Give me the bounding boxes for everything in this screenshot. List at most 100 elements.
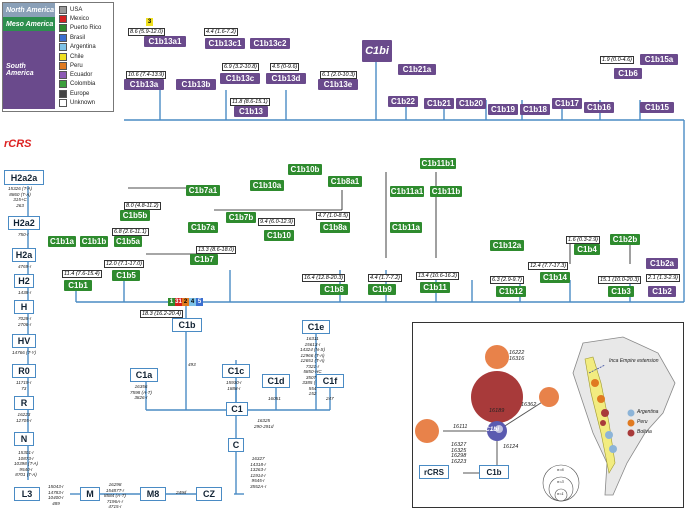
mut-h2: 1438-r (18, 290, 32, 295)
hap-c1b17: C1b17 (552, 98, 582, 109)
inset-label-c1bi: C1bi (485, 426, 500, 433)
node-c1: C1 (226, 402, 248, 416)
legend-usa: USA (59, 6, 82, 14)
inset-map-label: Inca Empire extension (609, 358, 659, 364)
mut-c1b2: 2.1 (1.3-2.9) (646, 274, 680, 282)
hap-c1b8a1: C1b8a1 (328, 176, 362, 187)
mut-c1b14: 12.4 (7.7-17.3) (528, 262, 569, 270)
mut-h: 7028-r 2706-r (18, 316, 32, 327)
inset-label-16124: 16124 (503, 444, 519, 450)
peru-swatch (59, 62, 67, 70)
hap-c1b13c: C1b13c (220, 73, 260, 84)
mut-c1b5b: 8.0 (4.8-11.2) (124, 202, 161, 210)
hap-c1b22: C1b22 (388, 96, 418, 107)
hap-c1b5b: C1b5b (120, 210, 150, 221)
puerto-rico-swatch (59, 24, 67, 32)
hap-c1b18: C1b18 (520, 104, 550, 115)
hap-c1b2: C1b2 (648, 286, 676, 297)
hap-c1b16: C1b16 (584, 102, 614, 113)
hap-c1b13c1: C1b13c1 (205, 38, 245, 49)
hap-c1b15a: C1b15a (640, 54, 678, 65)
mut-c1b: 493 (188, 362, 196, 367)
hap-c1b11a1: C1b11a1 (390, 186, 424, 197)
mut-c1f: 247 (326, 396, 334, 401)
colombia-swatch (59, 80, 67, 88)
count-c1b13a1: 3 (146, 18, 153, 26)
hap-c1b2b: C1b2b (610, 234, 640, 245)
node-h: H (14, 300, 34, 314)
node-n: N (14, 432, 34, 446)
hap-c1b7a: C1b7a (188, 222, 218, 233)
node-h2a2a: H2a2a (4, 170, 44, 185)
hap-c1b8: C1b8 (320, 284, 348, 295)
hap-c1b19: C1b19 (488, 104, 518, 115)
legend-brasil: Brasil (59, 34, 85, 42)
legend-europe: Europe (59, 90, 89, 98)
hap-c1b9: C1b9 (368, 284, 396, 295)
mut-c1b13e: 6.1 (2.0-10.3) (320, 71, 358, 79)
hap-c1b13c2: C1b13c2 (250, 38, 290, 49)
node-l3: L3 (14, 487, 40, 501)
legend-argentina: Argentina (59, 43, 96, 51)
inset-circle-16222 (485, 345, 509, 369)
rcrs-label: rCRS (4, 138, 32, 150)
hap-c1b11: C1b11 (420, 282, 450, 293)
inset-legend-bolivia: Bolivia (637, 429, 652, 435)
hap-c1b10: C1b10 (264, 230, 294, 241)
inset-circle-16189 (471, 371, 523, 423)
legend-ecuador: Ecuador (59, 71, 92, 79)
count-c1b-mx: 31 (175, 298, 182, 306)
node-c1b: C1b (172, 318, 202, 332)
unknown-swatch (59, 99, 67, 107)
hap-c1b15: C1b15 (640, 102, 674, 113)
hap-c1b2a: C1b2a (646, 258, 678, 269)
node-c1d: C1d (262, 374, 290, 388)
node-m8: M8 (140, 487, 166, 501)
mut-c1b13a: 10.6 (7.4-13.9) (126, 71, 167, 79)
mut-c1b9: 4.4 (1.7-7.2) (368, 274, 402, 282)
node-m: M (80, 487, 100, 501)
legend-chile: Chile (59, 53, 84, 61)
mut-c1b4: 1.6 (0.3-2.9) (566, 236, 600, 244)
inset-label-16189: 16189 (489, 408, 505, 414)
hap-c1b7a1: C1b7a1 (186, 185, 220, 196)
node-r0: R0 (12, 364, 36, 378)
mut-c1b13c: 6.9 (3.2-10.8) (222, 63, 260, 71)
mut-c1b10: 9.4 (6.0-12.9) (258, 218, 296, 226)
mut-c1b8: 16.4 (12.8-20.3) (302, 274, 346, 282)
usa-swatch (59, 6, 67, 14)
mut-c1c: 15930-r 1888-r (226, 380, 242, 391)
europe-swatch (59, 90, 67, 98)
mut-h2a2: 750-r (18, 232, 29, 237)
inset-label-16222: 16222 16316 (509, 350, 525, 362)
legend-peru: Peru (59, 62, 83, 70)
hap-c1b11b: C1b11b (430, 186, 462, 197)
hap-c1b7: C1b7 (190, 254, 218, 265)
chile-swatch (59, 53, 67, 61)
node-hv: HV (12, 334, 36, 348)
inset-label-16362: 16362 (521, 402, 537, 408)
legend-puerto-rico: Puerto Rico (59, 24, 101, 32)
inset-node-rcrs: rCRS (419, 465, 449, 479)
mut-c1b5: 12.0 (7.1-17.0) (104, 260, 145, 268)
mut-r0: 11719-r 73 (16, 380, 32, 391)
hap-c1b10a: C1b10a (250, 180, 284, 191)
mut-c1a: 16356 7598 (A-T) 3826-r (130, 384, 152, 400)
hap-c1b12a: C1b12a (490, 240, 524, 251)
mut-c1b6: 1.9 (0.0-4.6) (600, 56, 634, 64)
hap-c1b21a: C1b21a (398, 64, 436, 75)
hap-c1b13d: C1b13d (266, 73, 306, 84)
tmrca-c1b: 18.3 (16.2-20.4) (140, 310, 184, 318)
hap-c1b12: C1b12 (496, 286, 526, 297)
hap-c1b1: C1b1 (64, 280, 92, 291)
hap-c1b10b: C1b10b (288, 164, 322, 175)
mut-c1b7: 13.3 (8.6-18.0) (196, 246, 237, 254)
hap-c1b13b: C1b13b (176, 79, 216, 90)
node-h2a2: H2a2 (8, 216, 40, 230)
mut-c1d: 16051 (268, 396, 281, 401)
node-cz: CZ (196, 487, 222, 501)
node-r: R (14, 396, 34, 410)
hap-c1b13a: C1b13a (124, 79, 164, 90)
inset-legend-peru: Peru (637, 419, 648, 425)
